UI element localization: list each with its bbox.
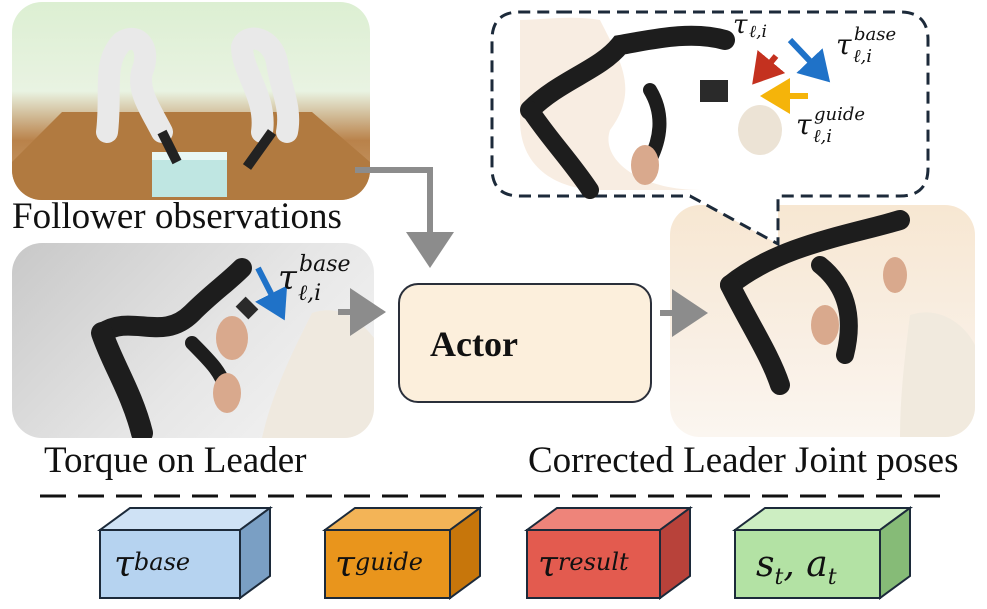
follower-observations-caption: Follower observations — [12, 196, 342, 237]
legend-label-base: τbase — [114, 544, 191, 585]
actor-box: Actor — [398, 283, 652, 403]
legend-box-base — [96, 506, 274, 600]
bubble-result-torque-arrow — [752, 50, 786, 85]
legend-label-state-action: st, at — [756, 544, 837, 590]
corrected-leader-caption: Corrected Leader Joint poses — [528, 440, 959, 481]
torque-on-leader-caption: Torque on Leader — [44, 440, 307, 481]
legend-label-result: τresult — [538, 544, 629, 585]
corrected-leader-image — [670, 205, 975, 437]
follower-robot-arms-illustration — [12, 27, 370, 200]
follower-observation-image — [12, 2, 370, 200]
actor-label: Actor — [430, 324, 518, 364]
bubble-base-torque-arrow — [787, 37, 831, 83]
leader-arm-illustration — [91, 258, 374, 438]
legend-box-guide — [321, 506, 484, 600]
legend-label-guide: τguide — [335, 544, 423, 585]
legend-box-result — [523, 506, 694, 600]
legend-box-state-action — [731, 506, 914, 600]
leader-base-torque-arrow — [255, 266, 288, 321]
leader-torque-image — [12, 243, 374, 438]
corrected-arm-illustration — [720, 210, 975, 437]
follower-to-actor-arrow — [355, 167, 454, 268]
